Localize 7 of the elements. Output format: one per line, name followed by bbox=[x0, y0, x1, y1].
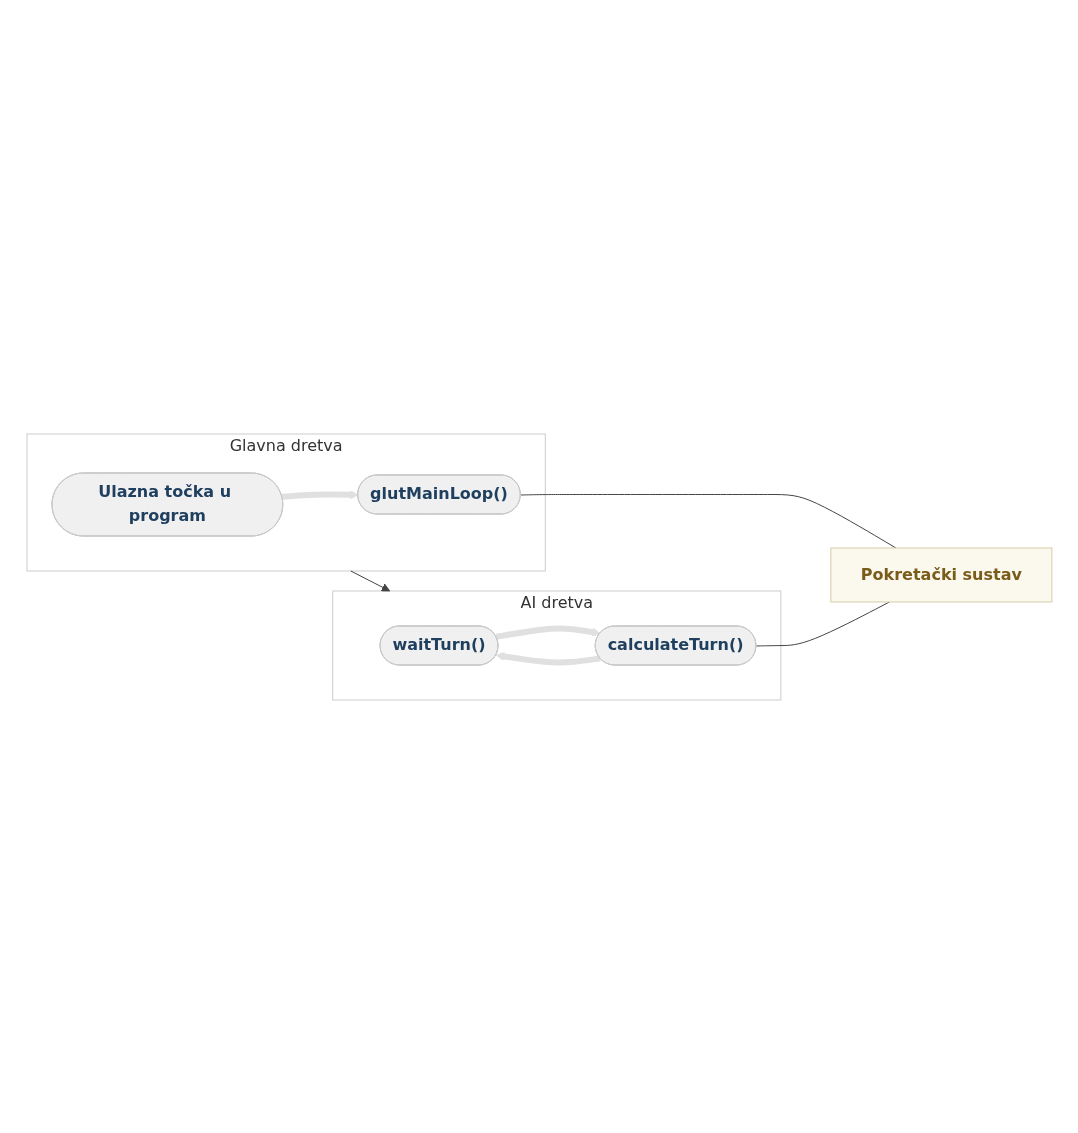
connector bbox=[755, 601, 890, 646]
arrow bbox=[349, 570, 390, 591]
arrow bbox=[495, 625, 601, 640]
arrow bbox=[281, 489, 359, 500]
node-box: Pokretački sustav bbox=[829, 547, 1052, 602]
arrow bbox=[495, 651, 601, 665]
connector bbox=[519, 493, 896, 548]
